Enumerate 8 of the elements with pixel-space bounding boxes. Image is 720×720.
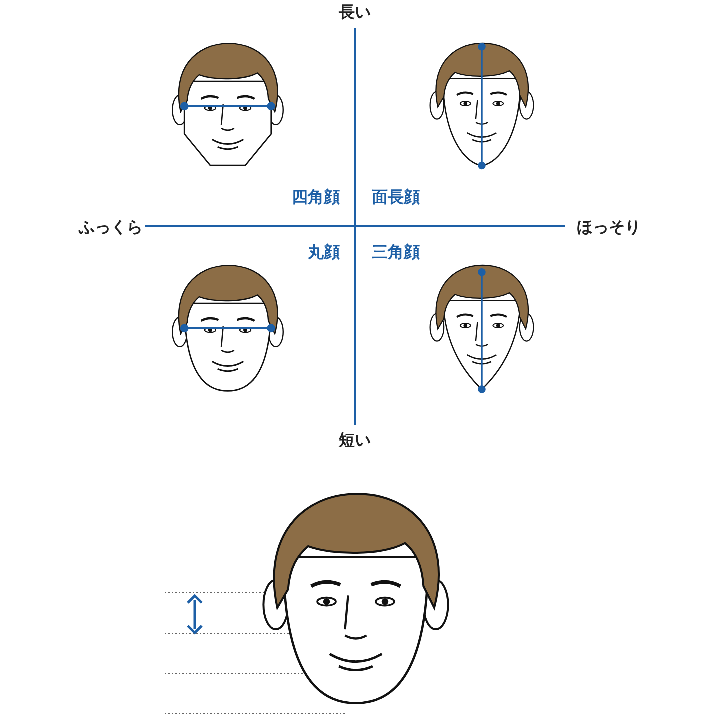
face-type-label: 三角顔 <box>372 242 420 262</box>
axis-label: ほっそり <box>577 217 641 237</box>
axis-label: ふっくら <box>79 217 143 237</box>
face-type-label: 丸顔 <box>308 242 340 262</box>
face-type-label: 面長顔 <box>372 187 420 207</box>
axis-label: 短い <box>339 430 371 450</box>
face-type-label: 四角顔 <box>292 187 340 207</box>
axis-label: 長い <box>339 2 371 22</box>
